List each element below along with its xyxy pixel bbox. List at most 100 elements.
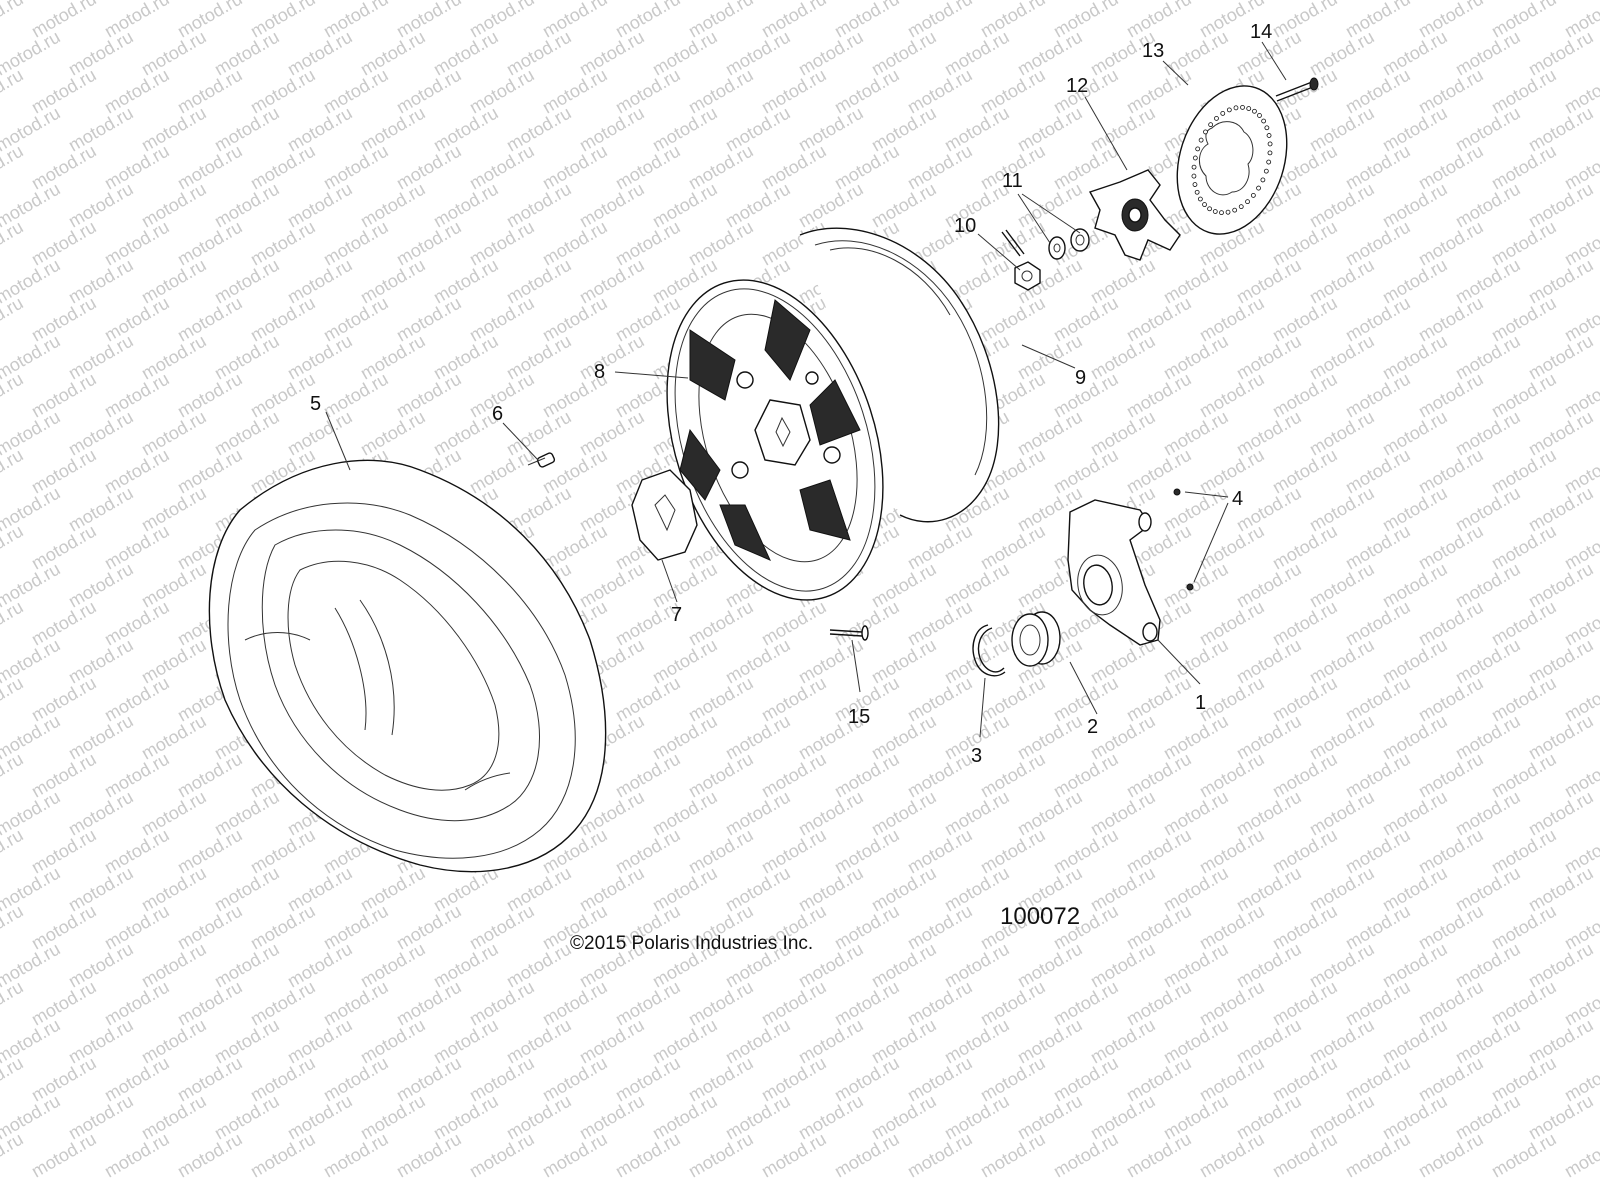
watermark-text: motod.ru	[612, 977, 684, 1030]
watermark-text: motod.ru	[1415, 369, 1487, 422]
watermark-text: motod.ru	[466, 141, 538, 194]
watermark-text: motod.ru	[977, 293, 1049, 346]
watermark-text: motod.ru	[0, 825, 27, 878]
watermark-text: motod.ru	[1342, 65, 1414, 118]
watermark-text: motod.ru	[1050, 749, 1122, 802]
watermark-text: motod.ru	[28, 521, 100, 574]
watermark-text: motod.ru	[612, 1053, 684, 1106]
watermark-text: motod.ru	[904, 749, 976, 802]
watermark-text: motod.ru	[977, 521, 1049, 574]
watermark-text: motod.ru	[320, 65, 392, 118]
callout-13: 13	[1142, 40, 1164, 62]
brake-disc-hole	[1192, 155, 1198, 161]
watermark-text: motod.ru	[393, 293, 465, 346]
watermark-text: motod.ru	[1050, 1053, 1122, 1106]
watermark-text: motod.ru	[174, 369, 246, 422]
watermark-text: motod.ru	[174, 977, 246, 1030]
watermark-text: motod.ru	[1050, 673, 1122, 726]
watermark-text: motod.ru	[1050, 1129, 1122, 1182]
brake-disc-hole	[1191, 164, 1197, 170]
watermark-text: motod.ru	[174, 825, 246, 878]
brake-disc-hole	[1214, 115, 1219, 121]
brake-disc-hole	[1191, 173, 1197, 179]
watermark-text: motod.ru	[0, 141, 27, 194]
watermark-text: motod.ru	[1196, 825, 1268, 878]
watermark-text: motod.ru	[174, 1129, 246, 1182]
watermark-text: motod.ru	[28, 597, 100, 650]
brake-disc-hole	[1245, 199, 1250, 205]
watermark-text: motod.ru	[831, 1053, 903, 1106]
brake-disc-hole	[1208, 122, 1214, 128]
watermark-text: motod.ru	[174, 445, 246, 498]
watermark-text: motod.ru	[758, 597, 830, 650]
watermark-text: motod.ru	[1050, 977, 1122, 1030]
watermark-text: motod.ru	[393, 1129, 465, 1182]
watermark-text: motod.ru	[1488, 1053, 1560, 1106]
watermark-text: motod.ru	[1342, 1129, 1414, 1182]
watermark-text: motod.ru	[758, 749, 830, 802]
watermark-text: motod.ru	[685, 597, 757, 650]
watermark-text: motod.ru	[101, 749, 173, 802]
copyright-notice: ©2015 Polaris Industries Inc.	[570, 933, 813, 954]
watermark-text: motod.ru	[0, 597, 27, 650]
watermark-text: motod.ru	[466, 901, 538, 954]
watermark-text: motod.ru	[101, 445, 173, 498]
center-cap-part	[631, 469, 698, 561]
watermark-text: motod.ru	[101, 141, 173, 194]
watermark-text: motod.ru	[247, 217, 319, 270]
callout-7: 7	[671, 604, 682, 626]
brake-disc-hole	[1195, 146, 1201, 152]
brake-disc-hole	[1202, 202, 1207, 207]
watermark-text: motod.ru	[247, 901, 319, 954]
watermark-text: motod.ru	[1488, 673, 1560, 726]
watermark-text: motod.ru	[1342, 673, 1414, 726]
brake-disc-hole	[1207, 206, 1212, 212]
watermark-text: motod.ru	[466, 1129, 538, 1182]
watermark-text: motod.ru	[831, 825, 903, 878]
watermark-text: motod.ru	[1415, 217, 1487, 270]
watermark-text: motod.ru	[685, 141, 757, 194]
watermark-text: motod.ru	[1415, 445, 1487, 498]
watermark-text: motod.ru	[28, 293, 100, 346]
brake-disc-hole	[1220, 111, 1226, 116]
callout-11: 11	[1002, 170, 1023, 192]
watermark-text: motod.ru	[320, 1129, 392, 1182]
watermark-text: motod.ru	[1342, 445, 1414, 498]
watermark-text: motod.ru	[101, 217, 173, 270]
watermark-text: motod.ru	[101, 977, 173, 1030]
watermark-text: motod.ru	[1196, 1053, 1268, 1106]
watermark-text: motod.ru	[0, 65, 27, 118]
watermark-text: motod.ru	[466, 293, 538, 346]
brake-disc-hole	[1197, 196, 1203, 202]
brake-disc-hole	[1256, 185, 1261, 191]
brake-disc-hole	[1212, 209, 1218, 214]
watermark-text: motod.ru	[28, 445, 100, 498]
callout-12: 12	[1066, 75, 1088, 97]
brake-disc-hole	[1266, 159, 1272, 165]
watermark-text: motod.ru	[1342, 1053, 1414, 1106]
watermark-text: motod.ru	[1415, 65, 1487, 118]
watermark-text: motod.ru	[539, 141, 611, 194]
watermark-text: motod.ru	[466, 217, 538, 270]
watermark-text: motod.ru	[685, 825, 757, 878]
watermark-text: motod.ru	[0, 749, 27, 802]
brake-disc-part	[1176, 85, 1288, 235]
watermark-text: motod.ru	[320, 977, 392, 1030]
watermark-text: motod.ru	[1269, 901, 1341, 954]
callout-10: 10	[954, 215, 976, 237]
watermark-text: motod.ru	[393, 369, 465, 422]
watermark-text: motod.ru	[0, 901, 27, 954]
watermark-text: motod.ru	[393, 217, 465, 270]
watermark-text: motod.ru	[758, 1129, 830, 1182]
watermark-text: motod.ru	[247, 1129, 319, 1182]
watermark-text: motod.ru	[28, 749, 100, 802]
watermark-text: motod.ru	[539, 1129, 611, 1182]
watermark-text: motod.ru	[1488, 65, 1560, 118]
watermark-text: motod.ru	[1488, 749, 1560, 802]
watermark-text: motod.ru	[320, 369, 392, 422]
watermark-text: motod.ru	[685, 217, 757, 270]
watermark-text: motod.ru	[1342, 369, 1414, 422]
watermark-text: motod.ru	[977, 673, 1049, 726]
watermark-text: motod.ru	[1196, 901, 1268, 954]
watermark-text: motod.ru	[685, 977, 757, 1030]
